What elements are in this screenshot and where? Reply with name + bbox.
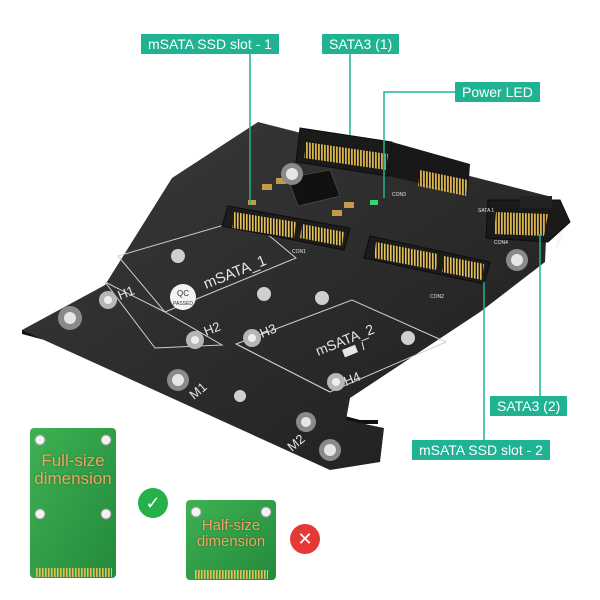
pcb-board bbox=[22, 122, 548, 470]
sata1-connector bbox=[295, 127, 470, 196]
hole-top-left bbox=[281, 163, 303, 185]
hole-m1 bbox=[167, 369, 189, 391]
half-size-label: Half-size dimension bbox=[186, 518, 276, 550]
msata-slot-2-connector bbox=[363, 235, 491, 285]
hole-right bbox=[506, 249, 528, 271]
standoff-h1 bbox=[99, 291, 117, 309]
cross-icon: ✕ bbox=[290, 524, 320, 554]
half-size-line1: Half-size bbox=[201, 517, 261, 534]
adapter-board: QC PASSED mSATA_1 mSATA_2 H1 H2 H3 H4 M1… bbox=[22, 122, 571, 470]
h1-label: H1 bbox=[116, 283, 137, 303]
h2-label: H2 bbox=[202, 319, 223, 339]
con2-label: CON2 bbox=[430, 294, 444, 300]
callout-power-led: Power LED bbox=[455, 82, 540, 102]
half-size-line2: dimension bbox=[196, 532, 266, 550]
hole-m2b bbox=[296, 412, 316, 432]
half-size-card bbox=[186, 500, 276, 580]
hole-left bbox=[58, 306, 82, 330]
full-size-line1: Full-size bbox=[41, 451, 105, 470]
hole-m2 bbox=[319, 439, 341, 461]
qc-text: QC bbox=[177, 289, 189, 298]
standoff-h4 bbox=[327, 373, 345, 391]
callout-msata-slot-2: mSATA SSD slot - 2 bbox=[412, 440, 550, 460]
sata2-silk-label: SATA 2 bbox=[554, 231, 565, 248]
qc-passed-text: PASSED bbox=[173, 301, 193, 307]
standoff-h3 bbox=[243, 329, 261, 347]
small-logo-box bbox=[341, 344, 358, 358]
qc-passed-sticker: QC PASSED bbox=[170, 284, 196, 310]
sata2-connector bbox=[485, 196, 571, 243]
callout-msata-slot-1: mSATA SSD slot - 1 bbox=[141, 34, 279, 54]
h4-label: H4 bbox=[342, 369, 363, 389]
check-icon: ✓ bbox=[138, 488, 168, 518]
mount-holes bbox=[58, 163, 528, 461]
sata1-silk-label: SATA 1 bbox=[478, 208, 494, 214]
leader-power-led bbox=[383, 91, 455, 198]
callout-sata3-1: SATA3 (1) bbox=[322, 34, 400, 54]
standoff-h2 bbox=[186, 331, 204, 349]
full-size-card bbox=[30, 428, 116, 578]
con1-label: CON1 bbox=[292, 249, 306, 255]
callout-sata3-2: SATA3 (2) bbox=[490, 396, 568, 416]
con4-label: CON4 bbox=[494, 240, 508, 246]
con3-label: CON3 bbox=[392, 192, 406, 198]
full-size-line2: dimension bbox=[34, 468, 112, 488]
h3-label: H3 bbox=[258, 321, 279, 341]
msata-slot-1-connector bbox=[221, 205, 351, 251]
full-size-label: Full-size dimension bbox=[30, 452, 116, 488]
